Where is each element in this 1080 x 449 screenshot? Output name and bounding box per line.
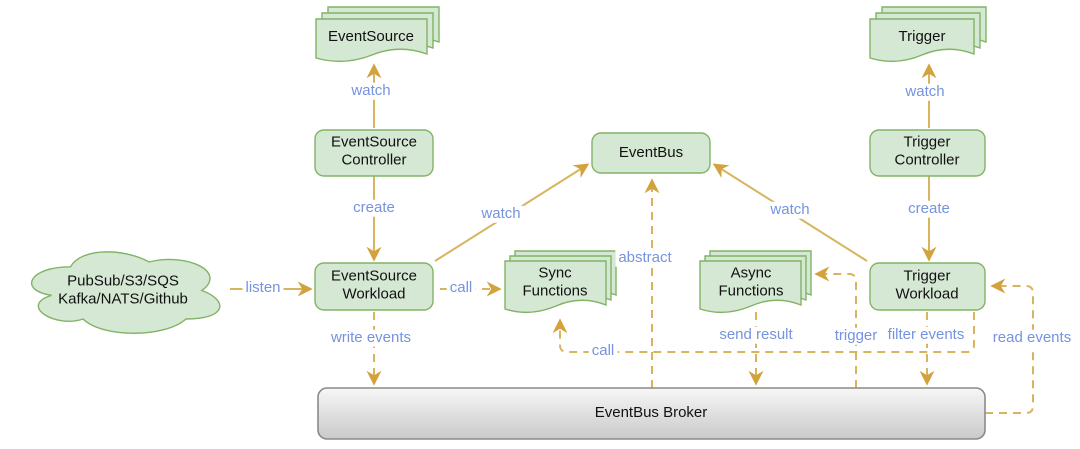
edge-label-create-eventsource: create [350,199,398,217]
event-source-controller-box [314,129,434,177]
edge-label-abstract: abstract [615,249,675,267]
event-source-controller-label: EventSource Controller [331,133,417,169]
edge-label-write-events: write events [327,329,415,347]
event-bus-broker-bar [317,387,986,440]
edge-label-filter-events: filter events [884,326,968,344]
cloud-sources-label: PubSub/S3/SQS Kafka/NATS/Github [58,272,188,308]
event-bus-broker-label: EventBus Broker [594,403,708,421]
event-source-doc-stack [315,6,440,63]
async-functions-doc-stack [699,250,812,314]
edge-call-from-trigger-workload [552,312,975,353]
event-bus-label: EventBus [618,143,684,161]
sync-functions-label: Sync Functions [522,264,588,300]
trigger-controller-box [869,129,986,177]
edge-read-events [985,278,1034,414]
edge-label-watch-eventbus-left: watch [478,205,524,223]
edge-label-watch-eventbus-right: watch [767,201,813,219]
edge-label-watch-eventsource: watch [348,82,394,100]
edge-label-watch-trigger: watch [902,83,948,101]
event-source-workload-label: EventSource Workload [331,267,417,303]
async-functions-label: Async Functions [718,264,784,300]
edge-trigger-async [814,266,857,388]
sync-functions-doc-stack [504,250,617,314]
trigger-doc-stack [869,6,987,63]
edge-label-call-sync: call [446,279,476,297]
trigger-controller-label: Trigger Controller [894,133,960,169]
edge-label-create-trigger: create [905,200,953,218]
event-source-docs-label: EventSource [328,27,414,45]
edge-label-read-events: read events [989,329,1075,347]
trigger-workload-label: Trigger Workload [895,267,959,303]
trigger-workload-box [869,262,986,311]
event-bus-box [591,132,711,174]
edge-label-listen: listen [242,279,284,297]
trigger-docs-label: Trigger [898,27,946,45]
edge-label-send-result: send result [716,326,796,344]
edge-label-call-from-trigger-workload: call [588,342,618,360]
edge-label-trigger: trigger [831,327,881,345]
event-source-workload-box [314,262,434,311]
cloud-sources-shape [31,251,221,334]
